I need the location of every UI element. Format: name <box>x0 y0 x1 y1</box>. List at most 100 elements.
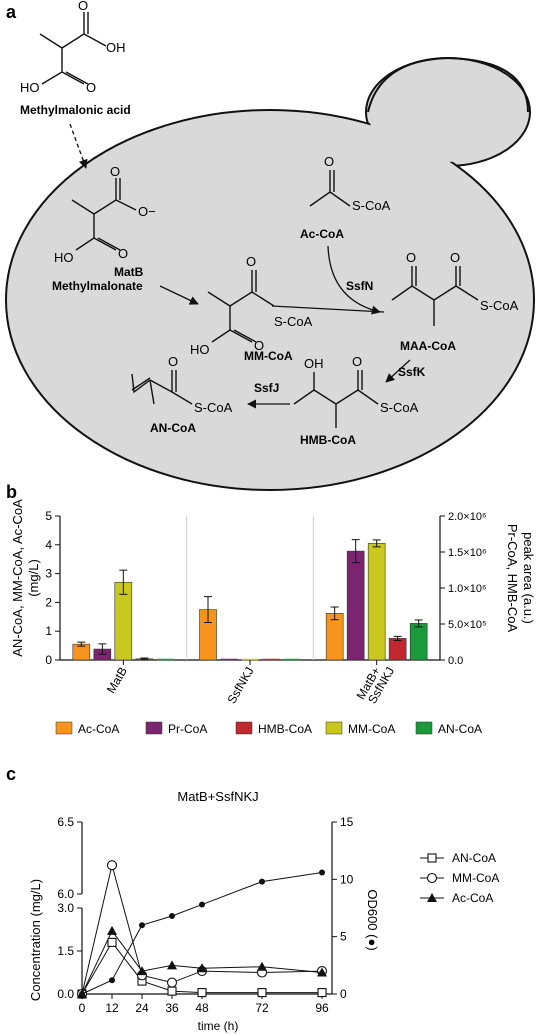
methylmalonate-label: Methylmalonate <box>52 279 143 293</box>
c-ylabel-right: OD600 (●) <box>365 889 380 950</box>
c-left-tick-label: 0.0 <box>57 987 74 1001</box>
b-ylabel-right-2: peak area (a.u.) <box>521 532 536 624</box>
b-left-tick-label: 3 <box>45 567 52 581</box>
atom-o: O <box>86 80 96 95</box>
c-x-tick-label: 36 <box>165 1001 179 1015</box>
c-left-tick-label: 6.5 <box>57 815 74 829</box>
b-legend-label: AN-CoA <box>438 722 482 736</box>
atom-o: O <box>246 254 256 269</box>
b-bar-ac-coa <box>325 613 344 661</box>
c-marker-circle-filled <box>319 869 325 876</box>
atom-o: O <box>406 250 416 265</box>
matb-label: MatB <box>114 265 144 279</box>
accoa-structure <box>309 170 351 207</box>
c-marker-square <box>427 853 437 863</box>
c-marker-square <box>167 986 177 996</box>
b-ylabel-left-1: AN-CoA, MM-CoA, Ac-CoA <box>10 499 25 657</box>
c-marker-triangle <box>137 966 147 976</box>
c-legend-label: Ac-CoA <box>452 891 493 905</box>
b-legend-swatch <box>145 721 163 735</box>
scoa-group: S-CoA <box>352 198 391 213</box>
c-marker-circle-filled <box>139 922 145 929</box>
c-x-tick-label: 72 <box>255 1001 269 1015</box>
c-right-tick-label: 5 <box>340 930 347 944</box>
b-left-tick-label: 5 <box>45 509 52 523</box>
cell-bud-fill <box>368 62 524 162</box>
b-legend-swatch <box>415 721 433 735</box>
atom-o: O <box>168 354 178 369</box>
b-bar-hmb-coa <box>388 638 407 661</box>
panel-c: c MatB+SsfNKJ Concentration (mg/L) OD600… <box>6 764 499 1033</box>
atom-o: O <box>450 250 460 265</box>
c-marker-square <box>107 937 117 947</box>
panel-b: b AN-CoA, MM-CoA, Ac-CoA (mg/L) Pr-CoA, … <box>6 482 536 736</box>
b-bar-mm-coa <box>367 543 386 661</box>
c-marker-triangle <box>107 925 117 935</box>
c-left-tick-label: 3.0 <box>57 901 74 915</box>
c-x-tick-label: 48 <box>195 1001 209 1015</box>
import-arrow <box>69 123 88 169</box>
c-line-ac-coa <box>81 929 323 995</box>
scoa-group: S-CoA <box>194 400 233 415</box>
b-legend-label: MM-CoA <box>348 722 395 736</box>
c-right-tick-label: 15 <box>340 815 354 829</box>
atom-ho: HO <box>54 250 74 265</box>
c-marker-circle-open <box>166 977 178 988</box>
maacoa-structure <box>391 266 479 326</box>
b-legend-swatch <box>235 721 253 735</box>
maacoa-label: MAA-CoA <box>400 339 456 353</box>
c-left-tick-label: 1.5 <box>57 944 74 958</box>
scoa-group: S-CoA <box>274 314 313 329</box>
matb-arrow <box>159 285 199 305</box>
c-legend-label: AN-CoA <box>452 851 496 865</box>
c-marker-square <box>197 988 207 998</box>
atom-o-minus: O− <box>138 204 156 219</box>
b-x-label: SsfNKJ <box>224 665 256 707</box>
atom-oh: OH <box>106 40 126 55</box>
b-bars <box>72 539 428 661</box>
atom-o: O <box>110 164 120 179</box>
atom-ho: HO <box>190 342 210 357</box>
c-x-tick-label: 0 <box>79 1001 86 1015</box>
b-right-tick-label: 1.0×10⁶ <box>448 583 486 595</box>
c-marker-circle-open <box>106 860 118 871</box>
atom-o: O <box>118 246 128 261</box>
ssfj-label: SsfJ <box>254 381 279 395</box>
atom-o: O <box>254 338 264 353</box>
panel-c-letter: c <box>6 764 16 784</box>
hmbcoa-structure <box>293 370 379 428</box>
methylmalonate-structure <box>71 178 137 251</box>
c-marker-triangle <box>257 961 267 971</box>
c-x-tick-label: 12 <box>105 1001 119 1015</box>
scoa-group: S-CoA <box>480 298 519 313</box>
b-left-tick-label: 2 <box>45 595 52 609</box>
c-marker-square <box>257 988 267 998</box>
b-ylabel-right-1: Pr-CoA, HMB-CoA <box>505 524 520 633</box>
atom-oh: OH <box>304 356 324 371</box>
scoa-group: S-CoA <box>380 400 419 415</box>
ssfk-arrow <box>385 359 411 383</box>
b-x-label: MatB <box>104 665 130 696</box>
panel-a-letter: a <box>6 2 17 22</box>
ssfn-arrow <box>327 245 381 315</box>
b-legend-label: Pr-CoA <box>168 722 207 736</box>
c-marker-circle-filled <box>169 913 175 920</box>
c-legend-label: MM-CoA <box>452 871 499 885</box>
b-right-tick-label: 5.0×10⁵ <box>448 619 487 631</box>
cell-body <box>5 109 535 491</box>
c-marker-circle-filled <box>109 977 115 984</box>
c-marker-circle-filled <box>199 901 205 908</box>
ancoa-structure <box>131 370 193 405</box>
b-legend-swatch <box>55 721 73 735</box>
c-left-tick-label: 6.0 <box>57 887 74 901</box>
b-ylabel-left-2: (mg/L) <box>26 559 41 597</box>
b-bar-pr-coa <box>346 550 365 661</box>
atom-ho: HO <box>20 80 40 95</box>
c-lines <box>76 860 328 1000</box>
methylmalonic-acid-label: Methylmalonic acid <box>20 103 131 117</box>
b-left-tick-label: 1 <box>45 624 52 638</box>
